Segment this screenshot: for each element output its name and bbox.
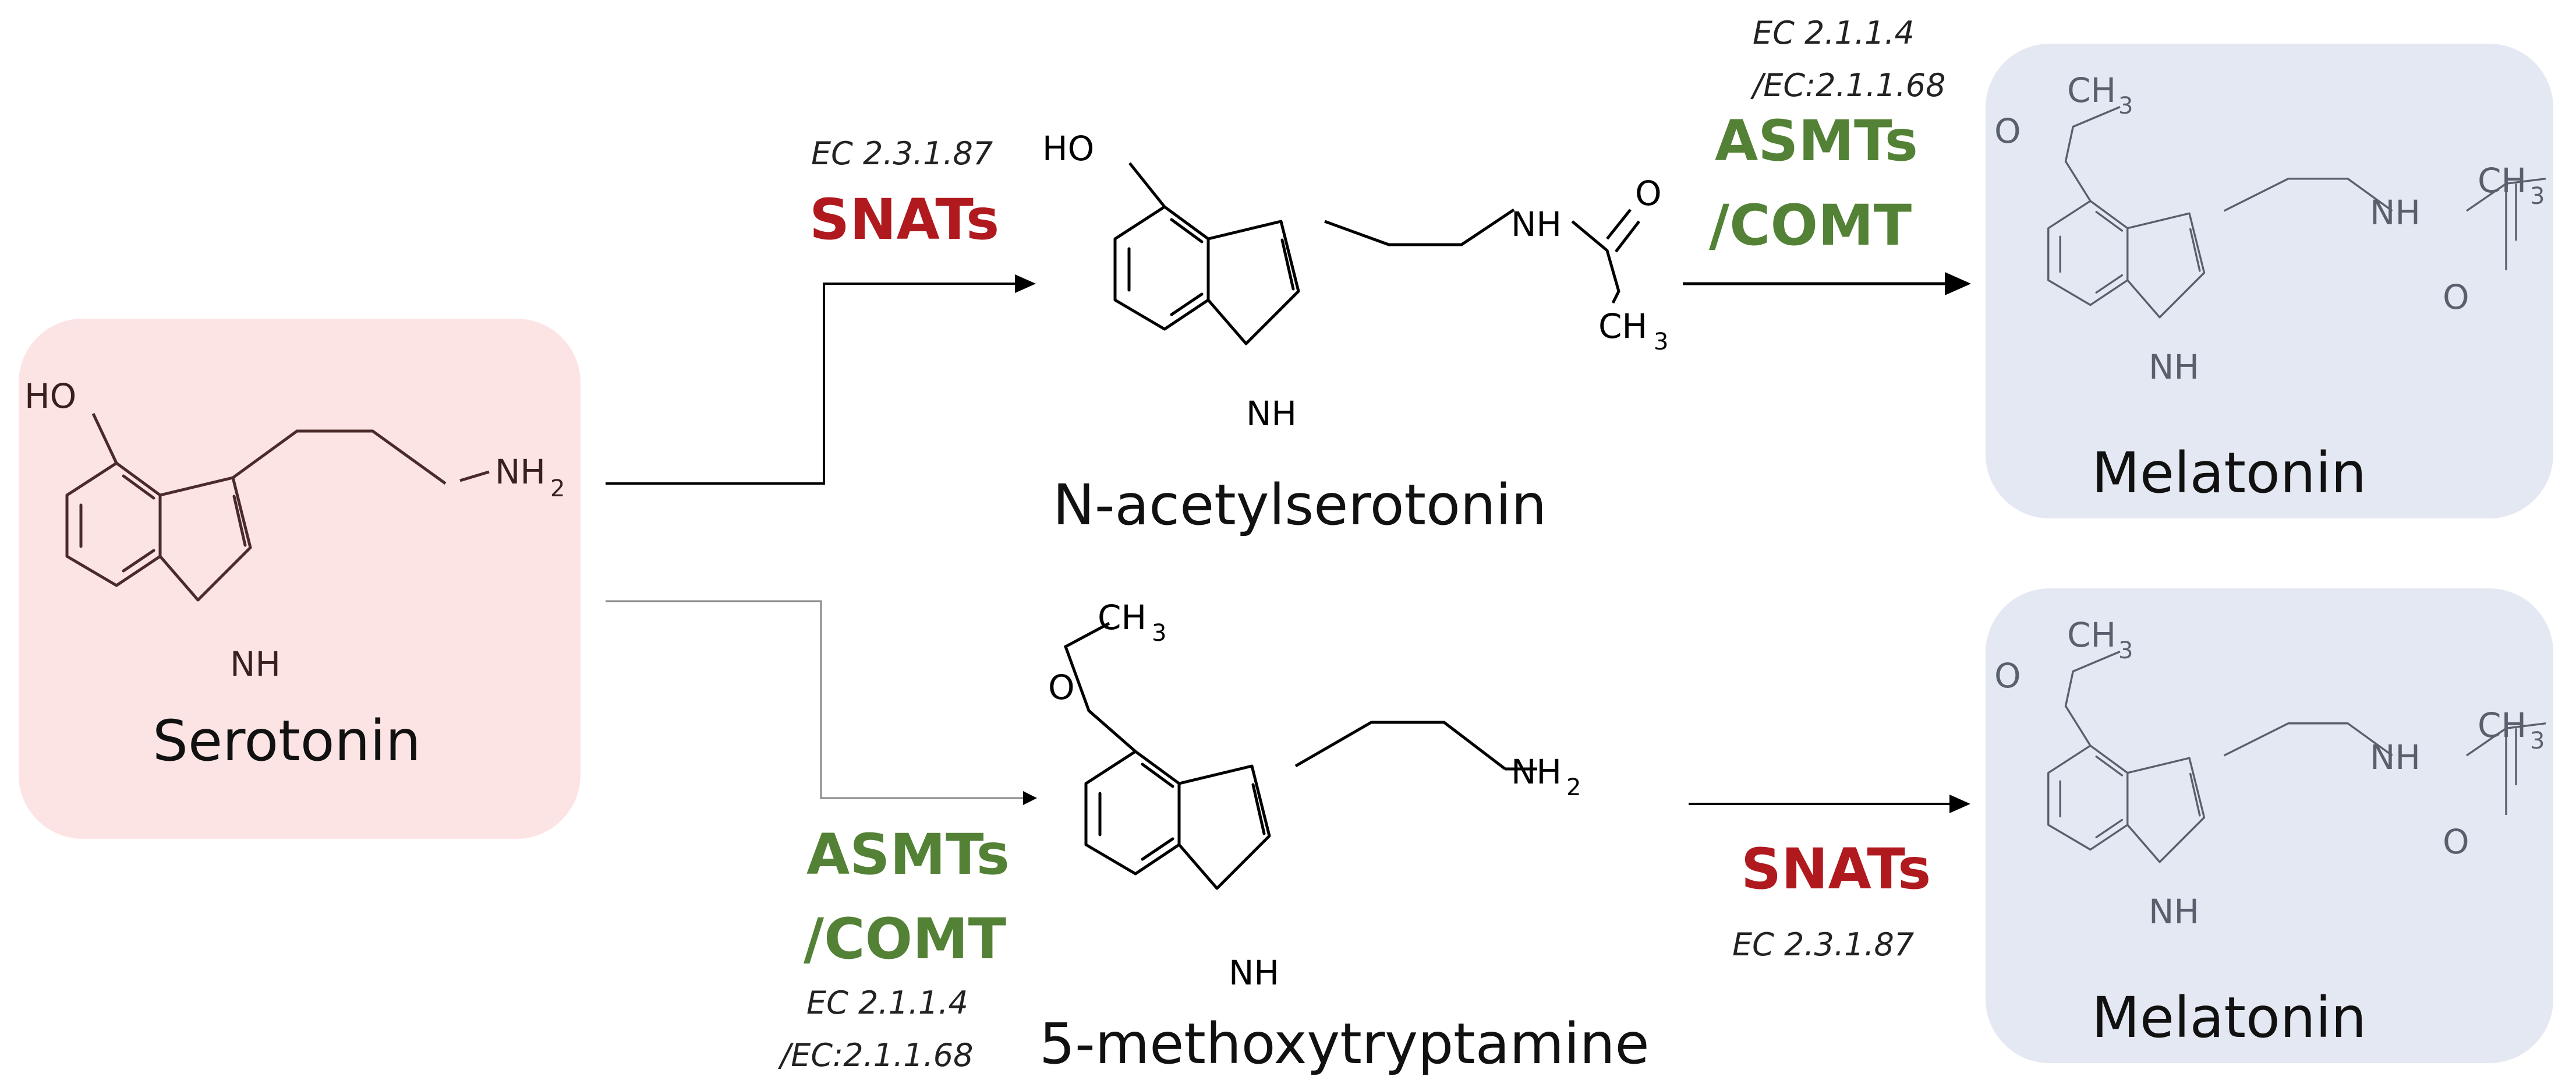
mt-ch3-label: CH 3	[1098, 598, 1166, 647]
melatonin-top-box	[1986, 44, 2553, 518]
svg-text:3: 3	[1152, 620, 1166, 647]
asmt-ec-top-line1: EC 2.1.1.4	[1753, 15, 1915, 51]
methoxytryptamine-name: 5-methoxytryptamine	[1039, 1011, 1650, 1077]
svg-text:3: 3	[2118, 637, 2133, 664]
nas-o-label: O	[1635, 174, 1662, 213]
n-acetylserotonin-structure	[1115, 162, 1640, 344]
melatonin-top-structure	[2047, 105, 2546, 319]
svg-text:CH: CH	[2067, 70, 2116, 110]
mel-bottom-ch3-methoxy: CH 3	[2067, 615, 2133, 664]
asmt-label-top-line1: ASMTs	[1715, 108, 1918, 174]
mel-top-o-label: O	[1994, 111, 2021, 151]
mel-top-o-carbonyl: O	[2443, 277, 2469, 317]
mt-nh2-label: NH 2	[1511, 752, 1581, 801]
snat-label-top: SNATs	[809, 187, 999, 252]
snat-label-bottom: SNATs	[1741, 837, 1931, 902]
mel-top-nh-amide-label: NH	[2370, 193, 2421, 232]
arrow-serotonin-to-mt	[606, 600, 1037, 805]
serotonin-nh2-label: NH 2	[495, 452, 565, 502]
mel-top-nh-ring-label: NH	[2149, 347, 2199, 387]
svg-text:CH: CH	[1598, 306, 1647, 346]
mel-bottom-nh-amide-label: NH	[2370, 737, 2421, 777]
asmt-label-top-line2: /COMT	[1709, 193, 1912, 258]
asmt-label-bottom-line2: /COMT	[804, 906, 1006, 972]
svg-text:CH: CH	[2478, 161, 2527, 200]
asmt-ec-bottom-line2: /EC:2.1.1.68	[778, 1037, 974, 1074]
snat-ec-top: EC 2.3.1.87	[811, 135, 993, 172]
asmt-ec-top-line2: /EC:2.1.1.68	[1750, 67, 1946, 104]
mel-top-ch3-acetyl: CH 3	[2478, 161, 2545, 210]
mel-bottom-o-carbonyl: O	[2443, 822, 2469, 862]
melatonin-bottom-box	[1986, 588, 2553, 1063]
arrow-serotonin-to-nas	[606, 274, 1036, 485]
svg-text:CH: CH	[1098, 598, 1147, 637]
snat-ec-bottom: EC 2.3.1.87	[1732, 926, 1914, 963]
mt-nh-label: NH	[1229, 953, 1279, 993]
svg-text:3: 3	[2118, 93, 2133, 119]
serotonin-oh-label: HO	[24, 376, 76, 416]
asmt-label-bottom-line1: ASMTs	[806, 822, 1010, 887]
melatonin-top-name: Melatonin	[2092, 440, 2366, 506]
n-acetylserotonin-name: N-acetylserotonin	[1053, 472, 1547, 538]
mel-top-ch3-methoxy: CH 3	[2067, 70, 2133, 119]
serotonin-name: Serotonin	[153, 708, 421, 774]
svg-text:3: 3	[1654, 329, 1668, 355]
serotonin-box	[19, 319, 581, 839]
serotonin-structure	[67, 412, 490, 600]
svg-text:3: 3	[2530, 728, 2545, 754]
nas-nh-ring-label: NH	[1246, 394, 1297, 433]
svg-text:2: 2	[1566, 774, 1581, 801]
svg-text:2: 2	[550, 475, 565, 502]
svg-text:NH: NH	[495, 452, 546, 492]
methoxytryptamine-structure	[1063, 622, 1537, 888]
svg-text:NH: NH	[1511, 752, 1562, 792]
melatonin-bottom-name: Melatonin	[2092, 985, 2366, 1050]
nas-oh-label: HO	[1042, 129, 1094, 168]
mt-o-label: O	[1048, 668, 1075, 707]
serotonin-nh-label: NH	[230, 644, 281, 684]
svg-text:3: 3	[2530, 183, 2545, 210]
nas-ch3-label: CH 3	[1598, 306, 1668, 355]
mel-bottom-o-label: O	[1994, 656, 2021, 696]
mel-bottom-nh-ring-label: NH	[2149, 892, 2199, 931]
asmt-ec-bottom-line1: EC 2.1.1.4	[806, 984, 968, 1021]
svg-text:CH: CH	[2478, 705, 2527, 745]
nas-nh-amide-label: NH	[1511, 204, 1562, 244]
mel-bottom-ch3-acetyl: CH 3	[2478, 705, 2545, 754]
melatonin-bottom-structure	[2047, 650, 2546, 863]
svg-text:CH: CH	[2067, 615, 2116, 655]
